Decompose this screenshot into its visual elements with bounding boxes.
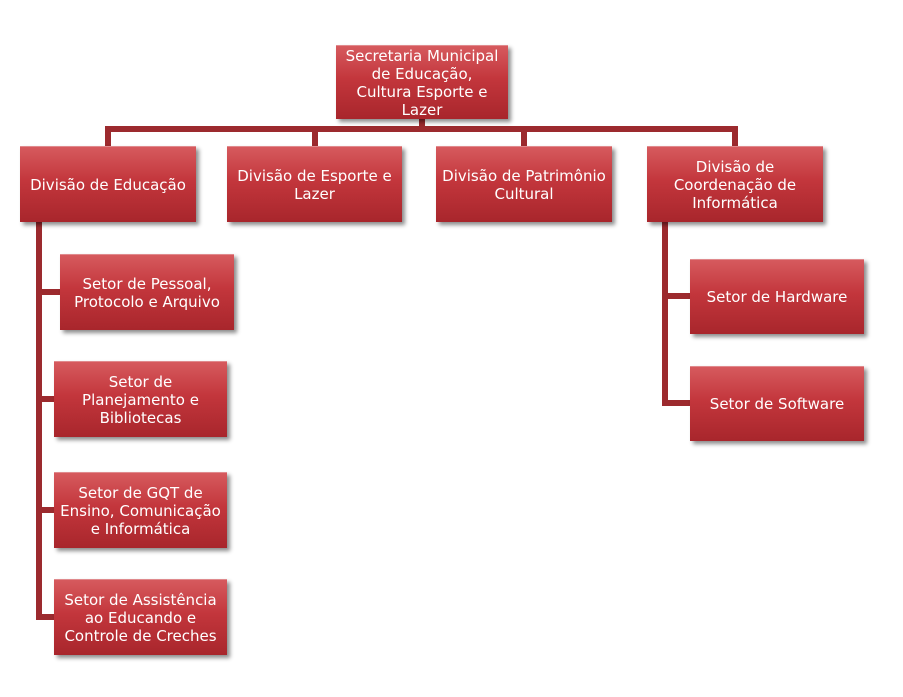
root-box-secretaria: Secretaria Municipal de Educação, Cultur… bbox=[336, 45, 508, 119]
sector-label: Setor de Planejamento e Bibliotecas bbox=[82, 372, 199, 427]
sector-label: Setor de Software bbox=[709, 395, 845, 413]
division-label: Divisão de Esporte e Lazer bbox=[237, 166, 392, 203]
sector-label: Setor de Assistência ao Educando e Contr… bbox=[64, 590, 217, 645]
division-label: Divisão de Patrimônio Cultural bbox=[442, 166, 606, 203]
division-label: Divisão de Coordenação de Informática bbox=[673, 157, 797, 212]
division-label: Divisão de Educação bbox=[30, 175, 186, 194]
root-label: Secretaria Municipal de Educação, Cultur… bbox=[345, 46, 499, 119]
division-box-coordenacao-informatica: Divisão de Coordenação de Informática bbox=[647, 146, 823, 222]
sector-box-assistencia-educando: Setor de Assistência ao Educando e Contr… bbox=[54, 579, 227, 655]
division-box-esporte-lazer: Divisão de Esporte e Lazer bbox=[227, 146, 402, 222]
sector-box-software: Setor de Software bbox=[690, 366, 864, 441]
sector-box-hardware: Setor de Hardware bbox=[690, 259, 864, 334]
sector-box-gqt-ensino: Setor de GQT de Ensino, Comunicação e In… bbox=[54, 472, 227, 548]
sector-label: Setor de Pessoal, Protocolo e Arquivo bbox=[74, 274, 220, 311]
sector-box-pessoal-protocolo-arquivo: Setor de Pessoal, Protocolo e Arquivo bbox=[60, 254, 234, 330]
sector-box-planejamento-bibliotecas: Setor de Planejamento e Bibliotecas bbox=[54, 361, 227, 437]
sector-label: Setor de GQT de Ensino, Comunicação e In… bbox=[60, 483, 221, 538]
division-box-patrimonio-cultural: Divisão de Patrimônio Cultural bbox=[436, 146, 612, 222]
division-box-educacao: Divisão de Educação bbox=[20, 146, 196, 222]
sector-label: Setor de Hardware bbox=[706, 288, 848, 306]
